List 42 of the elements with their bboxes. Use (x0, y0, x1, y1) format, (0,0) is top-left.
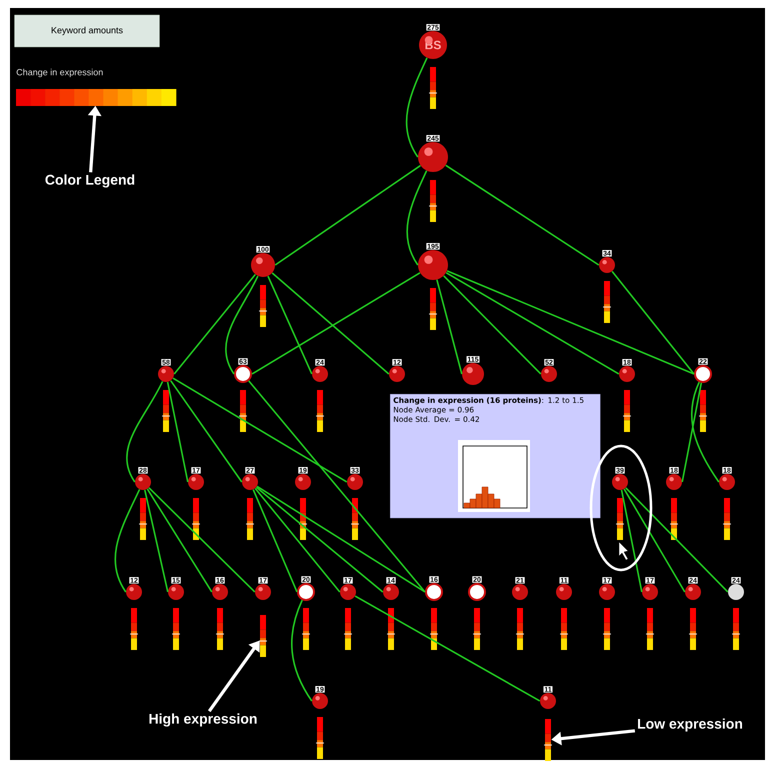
connector-line (144, 490, 169, 592)
connector-line (272, 272, 390, 375)
connector-line (170, 380, 242, 482)
connector-line (445, 164, 600, 266)
connector-line (443, 275, 542, 375)
connector-line (248, 380, 426, 592)
connector-line (252, 489, 298, 592)
connector-line (254, 488, 340, 592)
connector-line (354, 595, 540, 702)
connector-line (274, 164, 421, 266)
keyword-button: Keyword amounts (14, 14, 160, 48)
connector-line (623, 488, 686, 592)
connector-line (256, 486, 384, 593)
connector-line (114, 489, 140, 592)
legend-title: Change in expression (16, 68, 103, 78)
connector-line (446, 270, 694, 375)
connector-line (406, 170, 428, 266)
color-gradient-bar (16, 88, 176, 106)
expression-bar (544, 718, 552, 761)
connector-line (625, 487, 728, 593)
connector-line (256, 486, 426, 593)
connector-line (612, 270, 695, 374)
connector-line (166, 382, 189, 482)
connector-line (267, 276, 313, 374)
connector-line (620, 490, 643, 592)
connector-line (174, 274, 256, 374)
annotation-text: High expression (149, 713, 257, 727)
connector-line (146, 488, 212, 592)
connector-line (252, 272, 420, 375)
connector-line (126, 381, 164, 482)
annotation-text: Color Legend (45, 174, 134, 188)
expression-bar (258, 614, 268, 657)
connector-line (172, 378, 348, 483)
connector-line (446, 272, 620, 375)
connector-line (291, 600, 312, 702)
annotation-text: Low expression (638, 718, 742, 732)
connector-line (406, 58, 428, 158)
connector-line (436, 279, 463, 374)
connector-line (681, 382, 702, 482)
connector-line (148, 487, 256, 593)
connector-line (225, 276, 259, 374)
connector-line (690, 382, 720, 482)
